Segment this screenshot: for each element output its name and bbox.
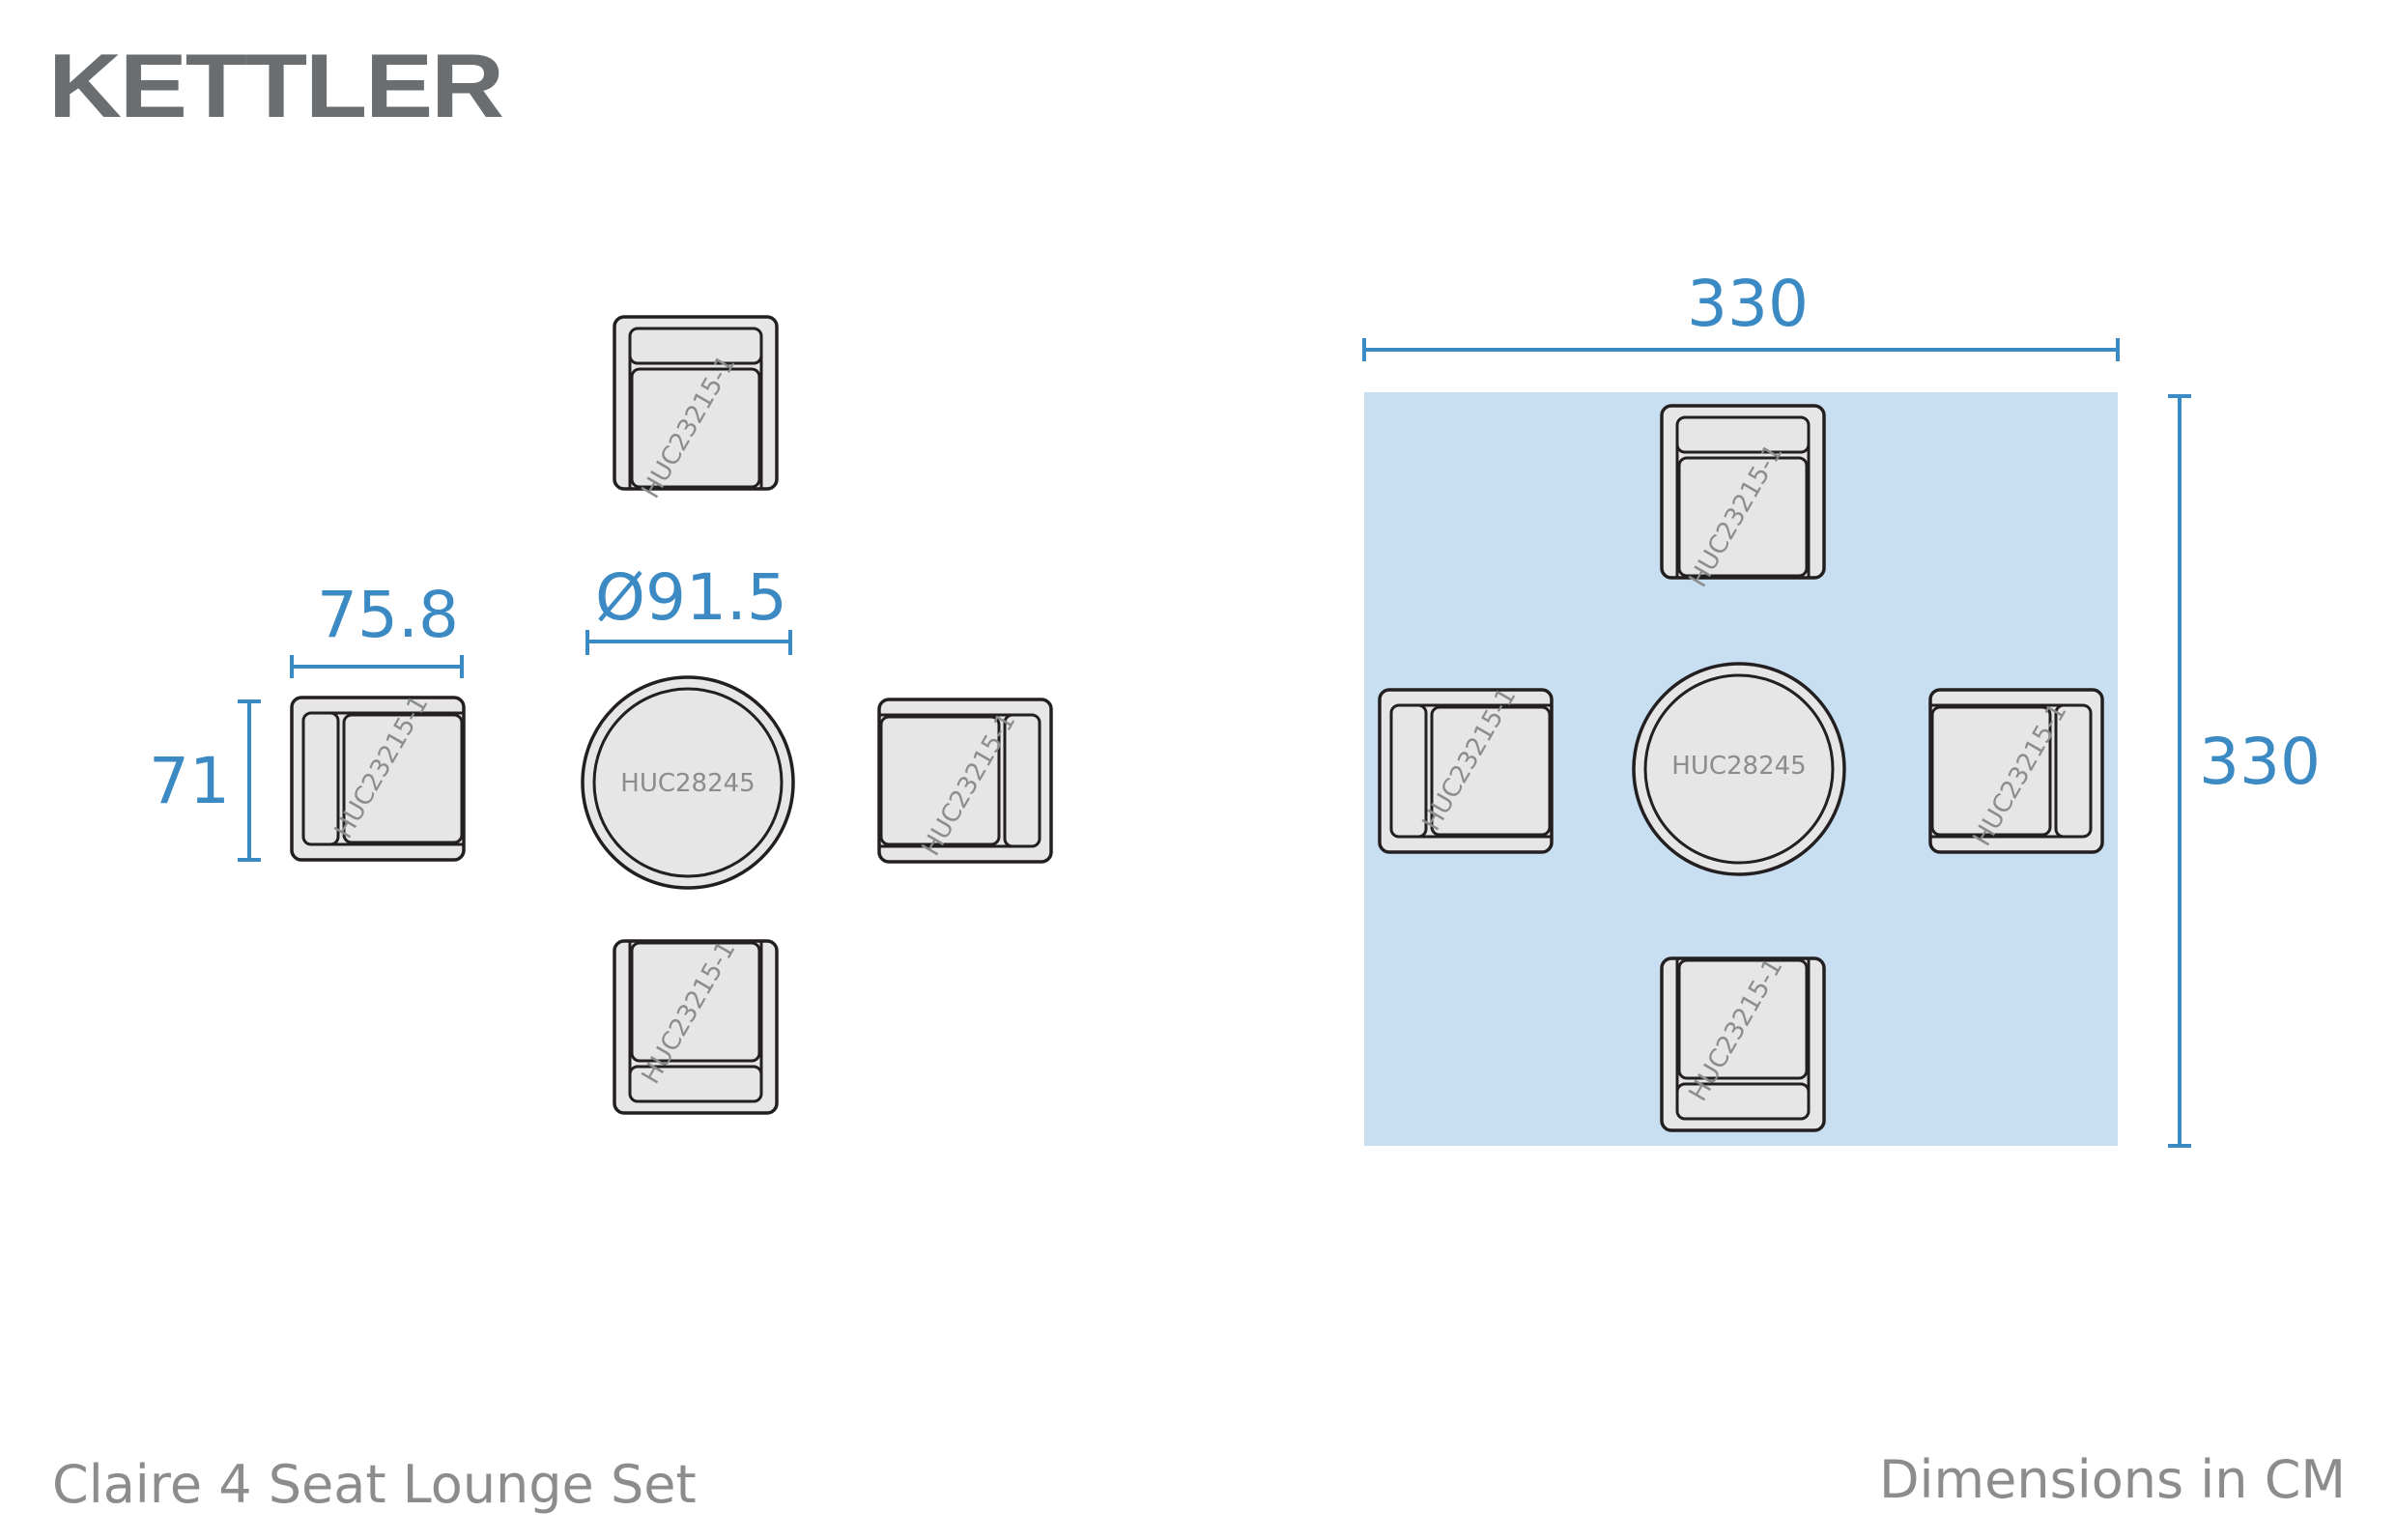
chair-top: HUC23215-1 (613, 315, 779, 503)
set-width-label: 330 (1687, 267, 1809, 341)
exploded-layout: HUC23215-1 HUC23215-1 HUC23215-1 HUC2321… (238, 315, 1053, 1115)
chair-bottom: HUC23215-1 (613, 936, 779, 1115)
assembled-layout: HUC23215-1 HUC23215-1 HUC23215-1 HUC2321… (1362, 338, 2191, 1148)
chair-right: HUC23215-1 (877, 698, 1053, 864)
set-depth-dimension-line (2168, 394, 2191, 1148)
chair-left: HUC23215-1 (290, 691, 466, 862)
set-depth-label: 330 (2199, 725, 2321, 799)
set-width-dimension-line (1362, 338, 2120, 361)
chair-width-label: 75.8 (317, 578, 459, 652)
table: HUC28245 (1632, 662, 1846, 876)
chair-top: HUC23215-1 (1660, 404, 1826, 592)
chair-depth-dimension-line (238, 699, 261, 862)
table-code-label: HUC28245 (1671, 752, 1806, 781)
chair-left: HUC23215-1 (1378, 683, 1554, 854)
table-diameter-label: Ø91.5 (595, 560, 787, 635)
chair-bottom: HUC23215-1 (1660, 954, 1826, 1132)
chair-width-dimension-line (290, 655, 464, 678)
chair-depth-label: 71 (149, 744, 230, 818)
chair-right: HUC23215-1 (1928, 688, 2104, 854)
table-code-label: HUC28245 (620, 769, 755, 798)
product-name: Claire 4 Seat Lounge Set (52, 1454, 697, 1515)
table-diameter-dimension-line (585, 630, 792, 655)
units-note: Dimensions in CM (1878, 1449, 2346, 1510)
kettler-logo: KETTLER (48, 35, 504, 136)
table: HUC28245 (581, 675, 795, 890)
